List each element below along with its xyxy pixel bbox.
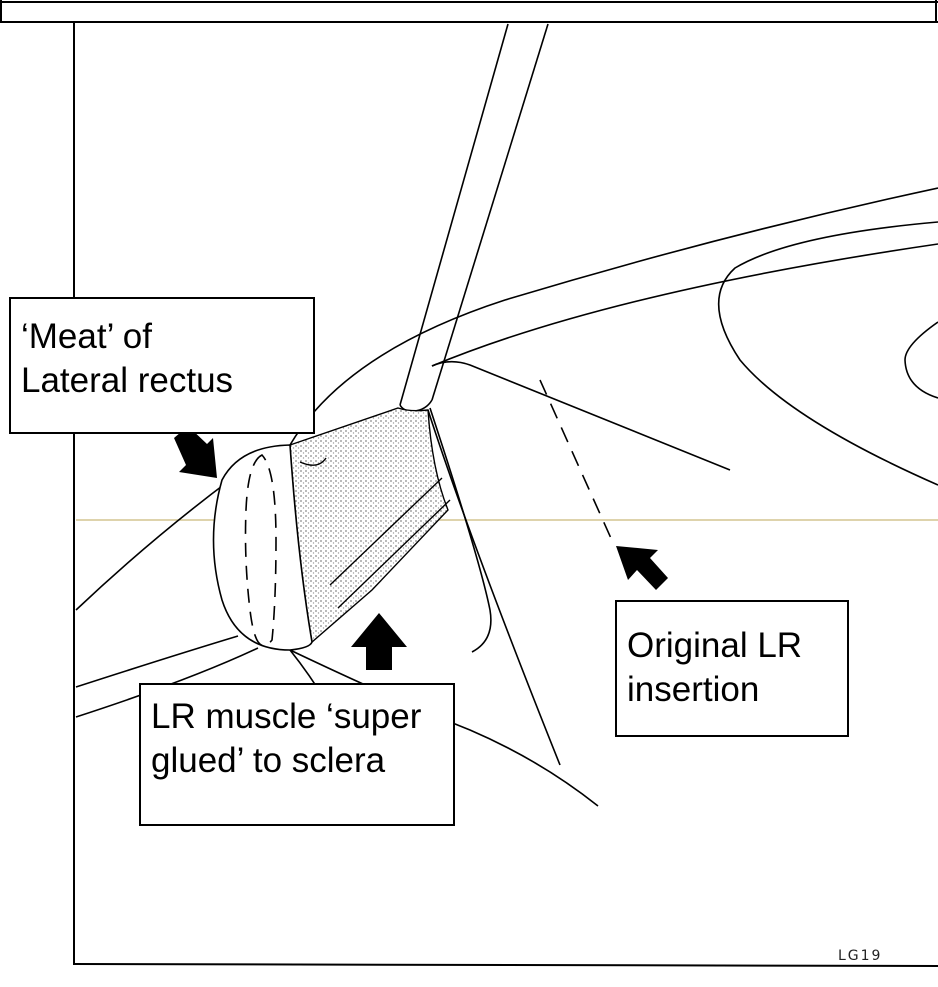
label-meat-lateral-rectus: ‘Meat’ of Lateral rectus bbox=[9, 297, 315, 434]
label-meat-line1: ‘Meat’ of bbox=[21, 315, 303, 359]
arrow-up-icon bbox=[351, 613, 407, 670]
label-original-line1: Original LR bbox=[627, 624, 837, 668]
label-original-insertion: Original LR insertion bbox=[615, 600, 849, 737]
label-glued-line2: glued’ to sclera bbox=[151, 739, 443, 783]
artist-initials: LG19 bbox=[838, 948, 882, 964]
retractor-instrument bbox=[400, 24, 548, 411]
label-original-line2: insertion bbox=[627, 668, 837, 712]
arrow-up-left-icon bbox=[616, 546, 668, 590]
label-muscle-glued: LR muscle ‘super glued’ to sclera bbox=[139, 683, 455, 826]
label-meat-line2: Lateral rectus bbox=[21, 359, 303, 403]
label-glued-line1: LR muscle ‘super bbox=[151, 695, 443, 739]
